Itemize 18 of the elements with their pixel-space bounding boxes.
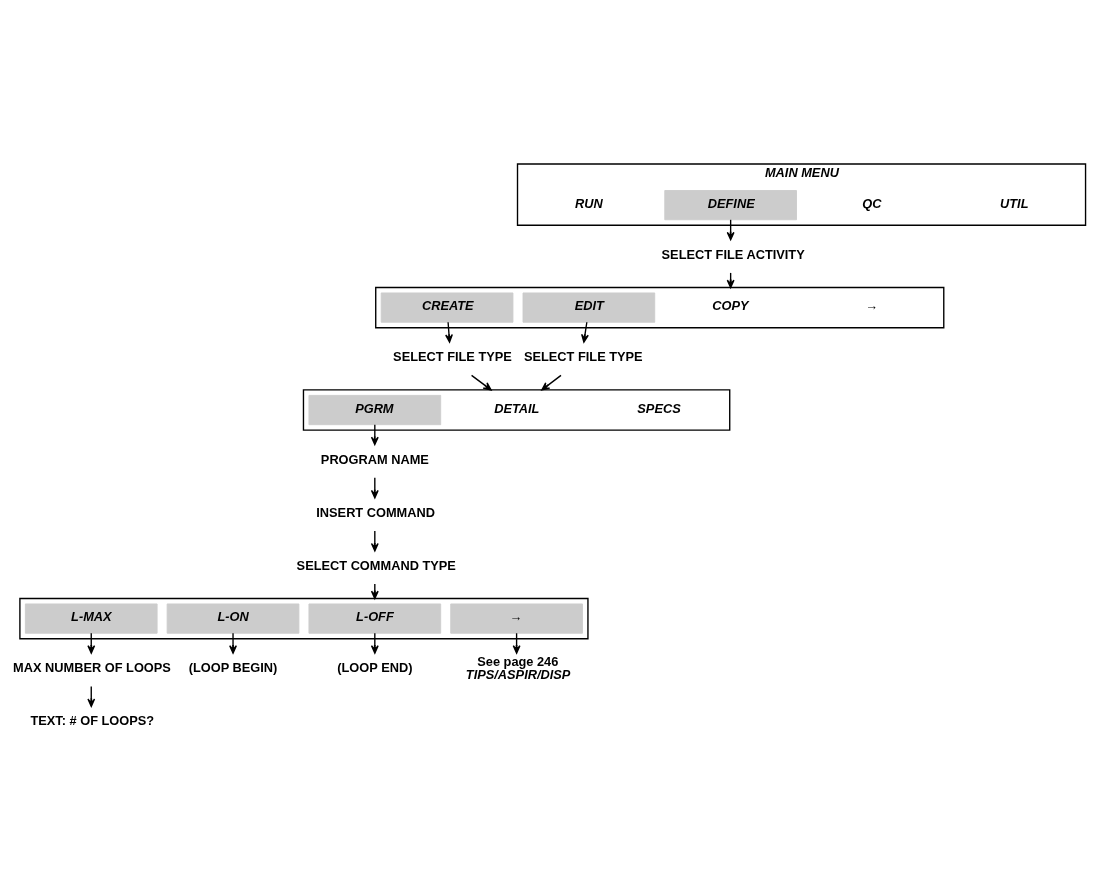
node-text: SELECT FILE TYPE: [523, 348, 643, 364]
node-text: SELECT FILE TYPE: [393, 348, 512, 364]
node-text: →: [865, 297, 879, 313]
node-text: DETAIL: [494, 400, 540, 416]
node-text: (LOOP BEGIN): [188, 659, 278, 675]
node-text: COPY: [712, 297, 749, 313]
node-text: UTIL: [1000, 195, 1029, 211]
node-text: PROGRAM NAME: [320, 451, 429, 467]
node-text: See page 246 TIPS/ASPIR/DISP: [465, 653, 571, 682]
node-text: SELECT COMMAND TYPE: [296, 557, 456, 573]
node-text: TEXT: # OF LOOPS?: [30, 712, 155, 728]
node-text: INSERT COMMAND: [316, 504, 436, 520]
node-text: SELECT FILE ACTIVITY: [661, 246, 805, 262]
node-text: SPECS: [637, 400, 681, 416]
node-text: RUN: [575, 195, 603, 211]
node-text: MAX NUMBER OF LOOPS: [13, 659, 171, 675]
node-text: (LOOP END): [337, 659, 413, 675]
node-text: QC: [862, 195, 882, 211]
